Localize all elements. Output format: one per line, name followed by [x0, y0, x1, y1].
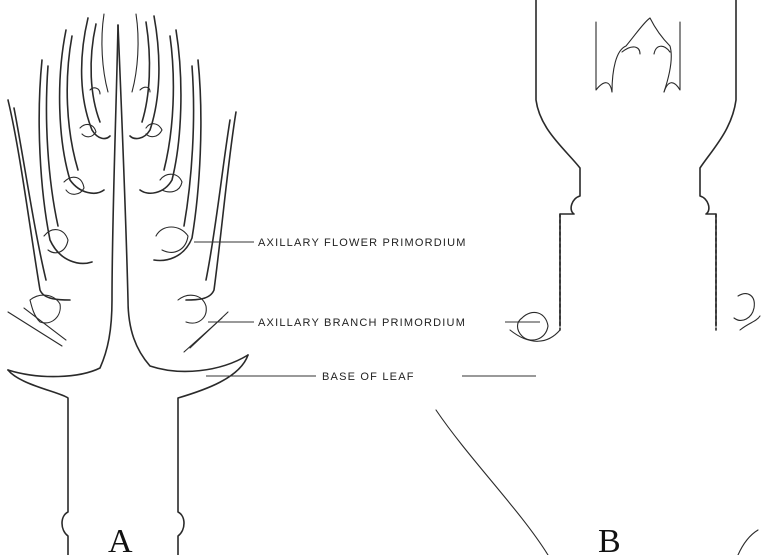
label-axillary-flower-primordium: AXILLARY FLOWER PRIMORDIUM	[258, 237, 467, 249]
label-base-of-leaf: BASE OF LEAF	[322, 371, 415, 383]
panel-b-drawing	[436, 0, 760, 555]
label-axillary-branch-primordium: AXILLARY BRANCH PRIMORDIUM	[258, 317, 466, 329]
panel-label-a: A	[108, 523, 133, 555]
panel-a-drawing	[8, 14, 248, 555]
panel-label-b: B	[598, 523, 621, 555]
